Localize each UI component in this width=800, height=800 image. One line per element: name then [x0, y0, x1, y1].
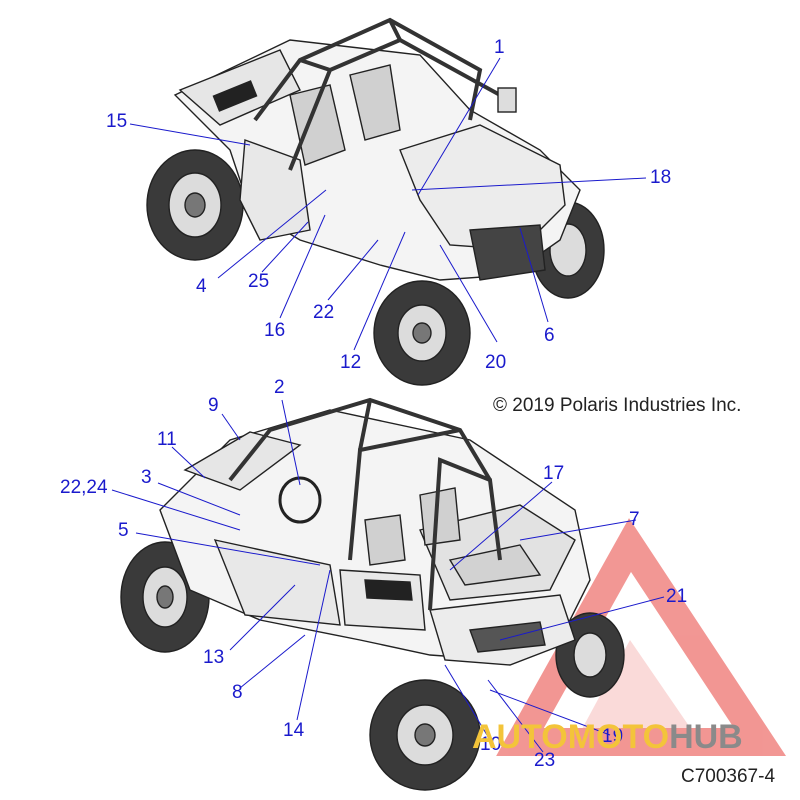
callout-23: 23 — [534, 750, 556, 771]
copyright-notice: © 2019 Polaris Industries Inc. — [493, 395, 742, 416]
callout-18: 18 — [650, 167, 672, 188]
leader-lines — [111, 57, 665, 753]
watermark-part1: AUTOMOTO — [472, 718, 670, 756]
callout-11: 11 — [157, 429, 177, 450]
top-vehicle — [146, 17, 605, 386]
watermark-part2: HUB — [669, 718, 743, 756]
bottom-vehicle — [120, 397, 625, 791]
callout-12: 12 — [340, 352, 362, 373]
callout-5: 5 — [118, 520, 129, 541]
callout-2: 2 — [274, 377, 285, 398]
callout-17: 17 — [543, 463, 565, 484]
callout-16: 16 — [264, 320, 286, 341]
callout-22-top: 22 — [313, 302, 335, 323]
callout-15: 15 — [106, 111, 128, 132]
callout-1: 1 — [494, 37, 505, 58]
watermark-wordmark: AUTOMOTOHUB — [472, 718, 743, 757]
callout-10: 10 — [480, 734, 502, 755]
drawing-number: C700367-4 — [681, 766, 776, 787]
callout-13: 13 — [203, 647, 225, 668]
callout-20: 20 — [485, 352, 507, 373]
callout-8: 8 — [232, 682, 243, 703]
callout-14: 14 — [283, 720, 305, 741]
callout-9: 9 — [208, 395, 219, 416]
callout-22-24: 22,24 — [60, 477, 108, 498]
callout-21: 21 — [666, 586, 688, 607]
callout-3: 3 — [141, 467, 152, 488]
callout-6: 6 — [544, 325, 555, 346]
callout-19: 19 — [602, 726, 624, 747]
callout-4: 4 — [196, 276, 207, 297]
callout-7: 7 — [629, 509, 640, 530]
callout-25: 25 — [248, 271, 270, 292]
